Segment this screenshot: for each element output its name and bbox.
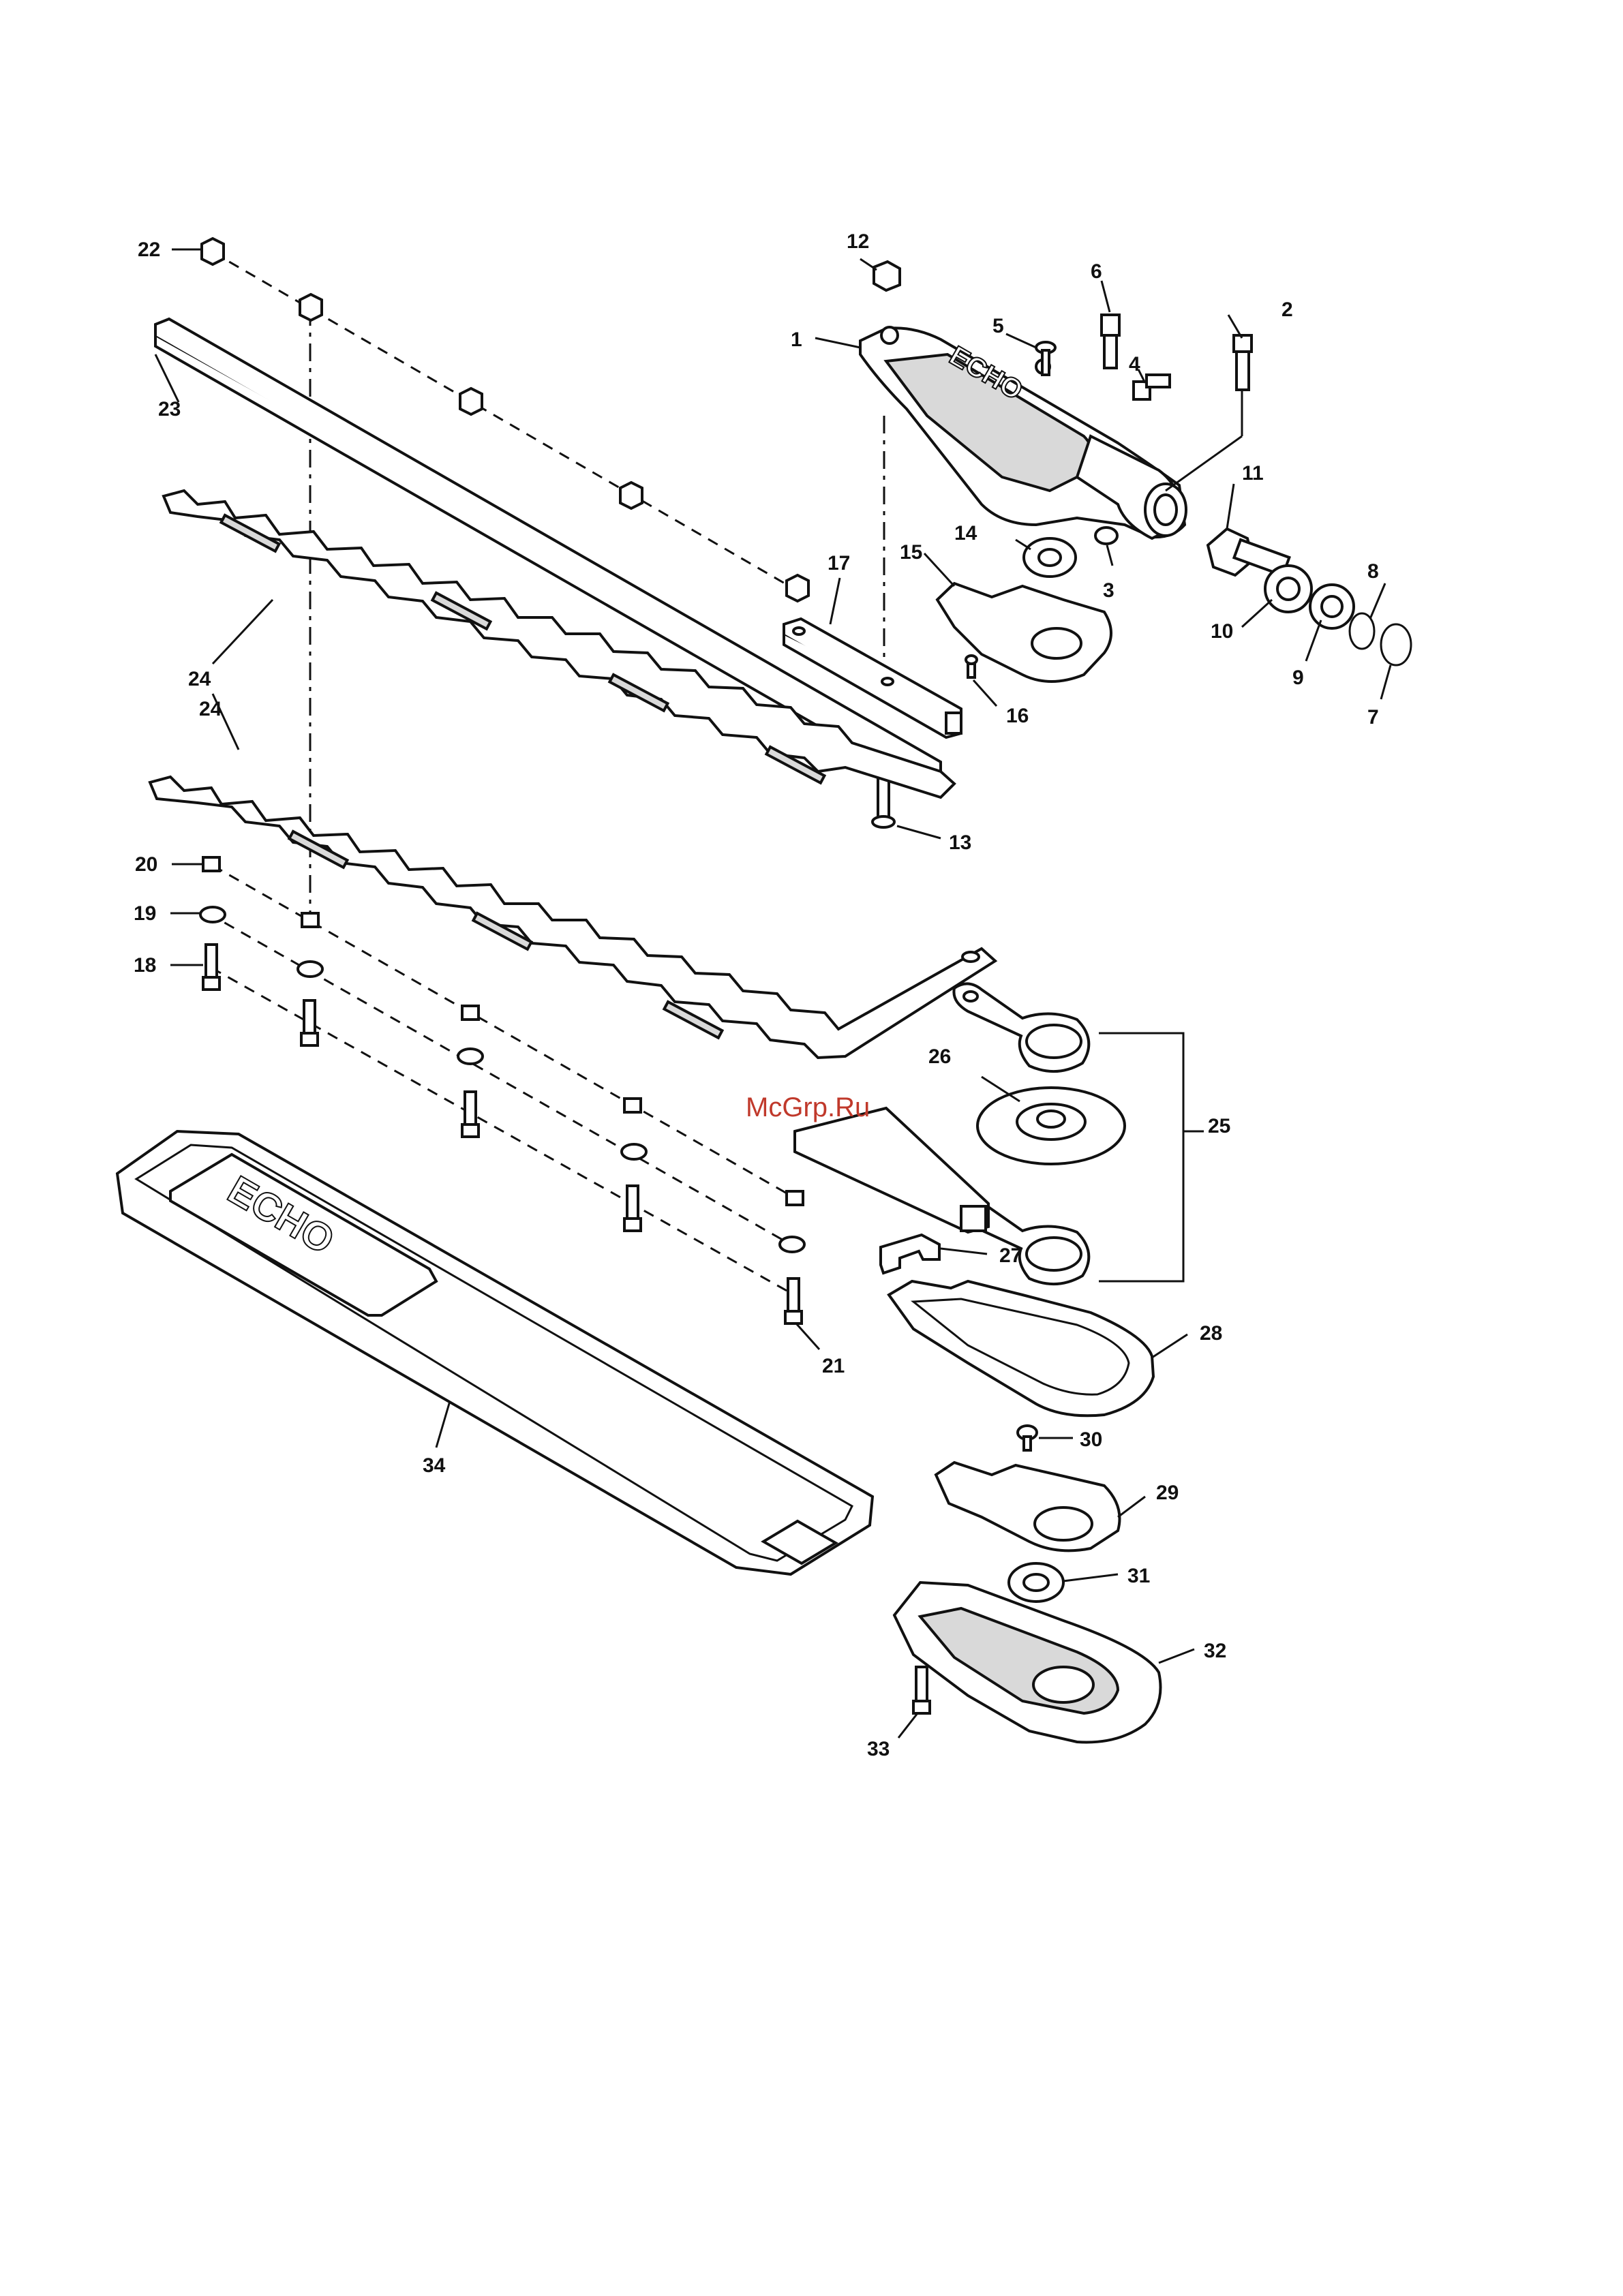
screw-30 xyxy=(1018,1426,1037,1450)
callout-34: 34 xyxy=(423,1454,446,1477)
callout-19: 19 xyxy=(134,902,156,925)
callout-26: 26 xyxy=(928,1045,951,1068)
blade-cover: ECHO xyxy=(117,1131,873,1574)
callout-20: 20 xyxy=(135,853,157,876)
callout-11: 11 xyxy=(1242,462,1264,485)
callout-10: 10 xyxy=(1211,620,1233,643)
callout-16: 16 xyxy=(1006,705,1029,727)
callout-24-upper: 24 xyxy=(188,668,211,690)
callout-4: 4 xyxy=(1129,353,1140,376)
callout-30: 30 xyxy=(1080,1428,1102,1451)
clip-27 xyxy=(881,1235,939,1273)
callout-5: 5 xyxy=(992,315,1004,337)
bolt-13 xyxy=(873,777,894,827)
bearing-and-plate-upper xyxy=(937,538,1111,682)
callout-7: 7 xyxy=(1367,706,1379,729)
callout-14: 14 xyxy=(954,522,977,545)
callout-12: 12 xyxy=(847,230,869,253)
callout-27: 27 xyxy=(999,1244,1022,1267)
plate-lower xyxy=(936,1463,1120,1550)
callout-22: 22 xyxy=(138,239,160,261)
callout-9: 9 xyxy=(1292,667,1304,689)
callout-29: 29 xyxy=(1156,1482,1179,1504)
callout-1: 1 xyxy=(791,328,802,351)
callout-8: 8 xyxy=(1367,560,1379,583)
top-strap xyxy=(155,319,941,788)
watermark-text: McGrp.Ru xyxy=(746,1092,870,1122)
callout-3: 3 xyxy=(1103,579,1114,602)
callout-25: 25 xyxy=(1208,1115,1230,1137)
callout-15: 15 xyxy=(900,541,922,564)
callout-33: 33 xyxy=(867,1738,890,1760)
bearing-lower xyxy=(1009,1563,1063,1602)
pinion-and-bearings xyxy=(1208,529,1411,665)
callout-31: 31 xyxy=(1127,1565,1150,1587)
callout-13: 13 xyxy=(949,831,971,854)
crank-assembly xyxy=(954,983,1204,1284)
callout-2: 2 xyxy=(1281,299,1293,321)
lower-blade xyxy=(150,777,995,1058)
callout-28: 28 xyxy=(1200,1322,1222,1345)
callout-6: 6 xyxy=(1091,260,1102,283)
gasket xyxy=(889,1281,1153,1415)
callout-23: 23 xyxy=(158,398,181,420)
callout-21: 21 xyxy=(822,1355,845,1377)
callout-18: 18 xyxy=(134,954,156,977)
callout-24-lower: 24 xyxy=(199,698,222,720)
blade-drive-bar xyxy=(795,1108,988,1232)
callout-17: 17 xyxy=(828,552,850,575)
callout-32: 32 xyxy=(1204,1640,1226,1662)
bolt-33 xyxy=(913,1667,930,1713)
gear-case-cover xyxy=(894,1582,1161,1742)
